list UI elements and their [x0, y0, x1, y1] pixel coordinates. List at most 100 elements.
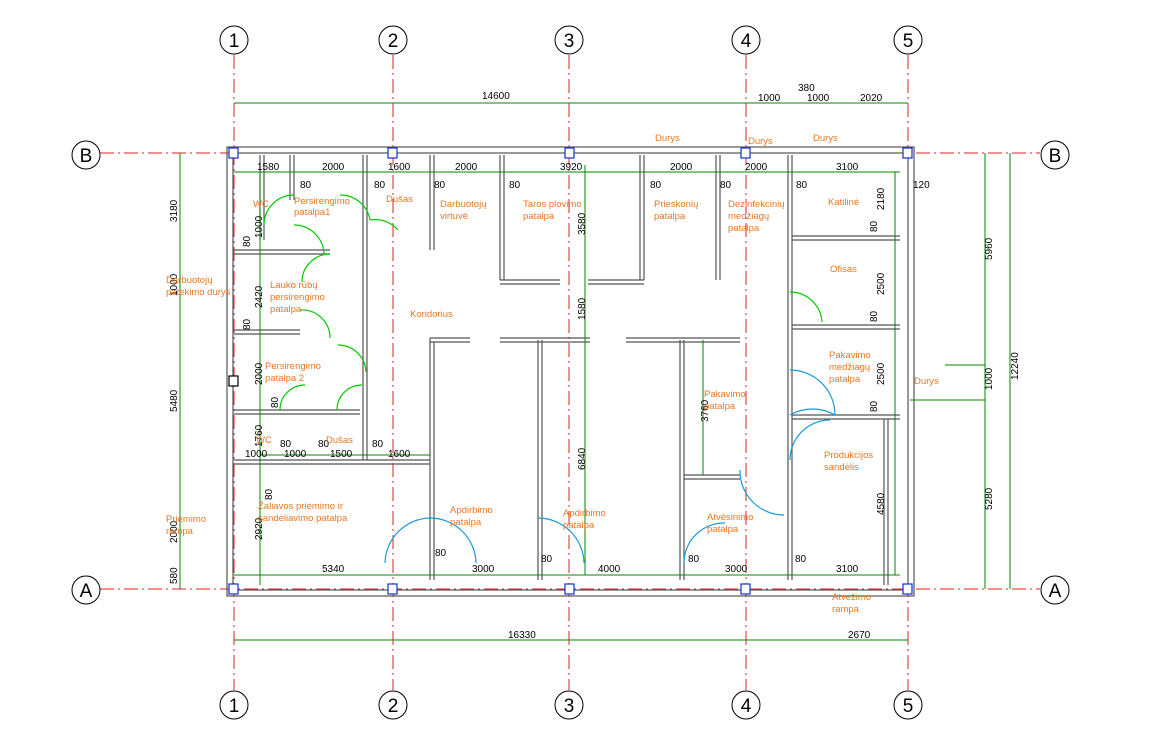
- room-label: medžiagų: [829, 362, 870, 373]
- dim-inner: 4580: [876, 492, 887, 515]
- dim-inner: 80: [434, 180, 446, 191]
- dim-inner: 1580: [577, 297, 588, 320]
- room-label: Durys: [914, 376, 939, 387]
- room-label: patalpa: [563, 520, 595, 531]
- dim-inner: 2000: [455, 162, 478, 173]
- dim-inner: 1000: [245, 449, 268, 460]
- dim-inner: 80: [869, 310, 880, 322]
- room-label: Durys: [813, 133, 838, 144]
- room-label: Dušas: [326, 435, 353, 446]
- dim-inner: 2500: [876, 272, 887, 295]
- dim-inner: 1000: [254, 215, 265, 238]
- room-labels: WC Persirengimo patalpa1 Dušas Darbuotoj…: [166, 133, 939, 615]
- axis-label-4-top: 4: [741, 31, 752, 52]
- dim-top-seg3: 1000: [807, 93, 830, 104]
- dim-left-seg1: 3180: [169, 199, 180, 222]
- room-label: Apdirbimo: [450, 505, 493, 516]
- room-label: patalpa1: [294, 207, 330, 218]
- dim-inner: 80: [242, 235, 253, 247]
- dim-inner: 80: [300, 180, 312, 191]
- dim-inner: 3920: [560, 162, 583, 173]
- dim-inner: 1000: [284, 449, 307, 460]
- dim-inner: 1760: [254, 424, 265, 447]
- dim-inner: 3580: [577, 212, 588, 235]
- room-label: patalpa: [654, 211, 686, 222]
- room-label: patalpa: [829, 374, 861, 385]
- room-label: Priėmimo: [166, 514, 206, 525]
- axis-label-3-bottom: 3: [564, 696, 575, 717]
- dim-inner: 80: [541, 554, 553, 565]
- room-label: Apdirbimo: [563, 508, 606, 519]
- dim-right-seg1: 5960: [984, 237, 995, 260]
- dim-left-seg4: 2000: [169, 520, 180, 543]
- dim-inner: 80: [650, 180, 662, 191]
- room-label: Koridorius: [410, 309, 453, 320]
- dim-inner: 1600: [388, 162, 411, 173]
- doors-green: [263, 194, 823, 411]
- dim-inner: 80: [242, 318, 253, 330]
- axis-label-4-bottom: 4: [741, 696, 752, 717]
- dim-top-seg2: 380: [798, 83, 815, 94]
- room-label: patalpa: [704, 401, 736, 412]
- room-label: WC: [253, 199, 269, 210]
- dim-inner: 2000: [254, 362, 265, 385]
- dim-inner: 80: [869, 400, 880, 412]
- room-label: Dušas: [386, 194, 413, 205]
- room-label: patalpa 2: [265, 373, 304, 384]
- dim-left-seg3: 5480: [169, 389, 180, 412]
- dim-inner: 80: [720, 180, 732, 191]
- axis-labels: 1 2 3 4 5 1 2 3 4 5 B B A A: [80, 31, 1062, 717]
- axis-label-5-bottom: 5: [903, 696, 914, 717]
- dim-bottom-total: 16330: [508, 630, 536, 641]
- dim-inner: 80: [869, 220, 880, 232]
- dim-right-seg2: 1000: [984, 367, 995, 390]
- room-label: persirengimo: [270, 292, 325, 303]
- room-label: medžiagų: [728, 211, 769, 222]
- room-label: Katilinė: [828, 197, 859, 208]
- dim-top-seg1: 1000: [758, 93, 781, 104]
- axis-label-b-left: B: [80, 146, 93, 167]
- room-label: Prieskonių: [654, 199, 698, 210]
- room-label: sandėlis: [824, 462, 859, 473]
- dim-left-seg2: 1000: [169, 273, 180, 296]
- dim-inner: 80: [372, 439, 384, 450]
- room-label: patekimo durys: [166, 287, 231, 298]
- dim-inner: 3000: [472, 564, 495, 575]
- doors-blue: [384, 369, 836, 564]
- dim-inner: 80: [435, 548, 447, 559]
- axis-label-b-right: B: [1049, 146, 1062, 167]
- dim-inner: 1580: [257, 162, 280, 173]
- dim-inner: 5340: [322, 564, 345, 575]
- dim-inner: 80: [509, 180, 521, 191]
- room-label: rampa: [166, 526, 194, 537]
- dim-inner: 2000: [670, 162, 693, 173]
- dim-inner: 3100: [836, 162, 859, 173]
- axis-label-3-top: 3: [564, 31, 575, 52]
- dim-inner: 80: [688, 554, 700, 565]
- room-label: patalpa: [450, 517, 482, 528]
- dim-inner: 80: [318, 439, 330, 450]
- room-label: Pakavimo: [704, 389, 746, 400]
- room-label: Lauko rūbų: [270, 280, 318, 291]
- axis-label-1-top: 1: [229, 31, 240, 52]
- dimension-texts: 14600 1000 380 1000 2020 16330 2670 1224…: [169, 83, 1021, 641]
- dim-inner: 2180: [876, 187, 887, 210]
- dim-inner: 2000: [322, 162, 345, 173]
- dimension-lines: [179, 102, 1011, 641]
- dim-inner: 120: [913, 180, 930, 191]
- room-label: sandėliavimo patalpa: [258, 513, 348, 524]
- dim-right-total: 12240: [1010, 352, 1021, 380]
- dim-inner: 3000: [725, 564, 748, 575]
- room-label: WC: [256, 435, 272, 446]
- room-label: Pakavimo: [829, 350, 871, 361]
- axis-label-2-bottom: 2: [388, 696, 399, 717]
- axis-label-2-top: 2: [388, 31, 399, 52]
- room-label: patalpa: [728, 223, 760, 234]
- dim-inner: 2000: [745, 162, 768, 173]
- room-label: Durys: [655, 133, 680, 144]
- structural-columns: [228, 147, 913, 595]
- dim-inner: 80: [270, 396, 281, 408]
- room-label: Darbuotojų: [440, 199, 486, 210]
- dim-inner: 80: [796, 180, 808, 191]
- dim-inner: 3100: [836, 564, 859, 575]
